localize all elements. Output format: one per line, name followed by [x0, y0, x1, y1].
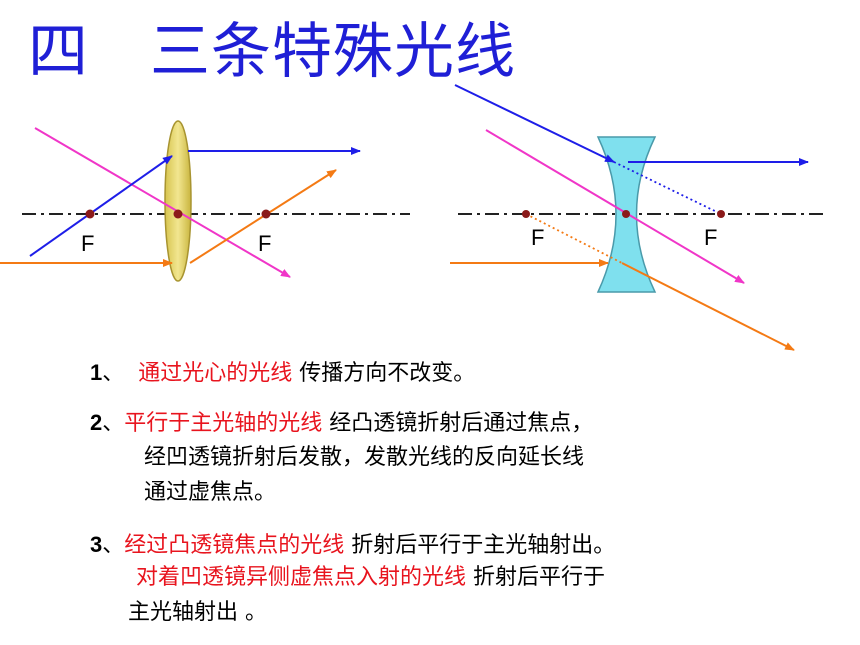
rule-2-line2: 经凹透镜折射后发散，发散光线的反向延长线	[144, 445, 585, 470]
rule-3-highlight: 经过凸透镜焦点的光线	[124, 533, 345, 558]
concave-focus-right	[717, 210, 725, 218]
rule-2-highlight: 平行于主光轴的光线	[124, 411, 323, 436]
lens-diagram: F F F F	[0, 84, 826, 351]
rule-1-sep: 、	[102, 361, 125, 386]
rule-2-text: 经凸透镜折射后通过焦点，	[322, 411, 594, 436]
rule-3-sep: 、	[102, 533, 125, 558]
convex-lens-group: F F	[0, 120, 410, 282]
concave-ray-center	[485, 129, 745, 284]
rule-3: 3、经过凸透镜焦点的光线 折射后平行于主光轴射出。	[90, 532, 615, 559]
convex-optical-center	[173, 209, 183, 219]
rule-3-number: 3	[90, 532, 103, 557]
concave-lens-group: F F	[450, 84, 826, 351]
page-title: 四 三条特殊光线	[28, 17, 516, 87]
convex-focus-right	[261, 209, 271, 219]
rule-3-line2: 对着凹透镜异侧虚焦点入射的光线 折射后平行于	[136, 565, 605, 591]
rule-2-line3: 通过虚焦点。	[144, 480, 277, 505]
rule-1: 1、 通过光心的光线 传播方向不改变。	[90, 360, 475, 387]
rule-3-text: 折射后平行于主光轴射出。	[344, 533, 616, 558]
rule-3-line2-highlight: 对着凹透镜异侧虚焦点入射的光线	[136, 565, 467, 590]
convex-focus-left	[85, 209, 95, 219]
convex-focus-left-label: F	[81, 231, 94, 256]
concave-focus-left	[522, 210, 530, 218]
rule-2-sep: 、	[102, 411, 125, 436]
concave-ray-toward-focus-in	[454, 84, 615, 163]
concave-focus-right-label: F	[704, 225, 717, 250]
rule-1-number: 1	[90, 360, 103, 385]
rule-3-line2-text: 折射后平行于	[466, 565, 606, 590]
convex-ray-center	[34, 127, 291, 278]
concave-ray-parallel-out	[621, 262, 795, 351]
rule-2-number: 2	[90, 410, 103, 435]
convex-ray-focus-in	[29, 155, 173, 257]
convex-focus-right-label: F	[258, 231, 271, 256]
rule-2: 2、平行于主光轴的光线 经凸透镜折射后通过焦点，	[90, 410, 593, 437]
rule-1-highlight: 通过光心的光线	[138, 361, 293, 386]
convex-lens	[164, 120, 192, 282]
rule-3-line3: 主光轴射出 。	[128, 600, 267, 625]
concave-optical-center	[622, 210, 630, 218]
rule-1-text: 传播方向不改变。	[292, 361, 476, 386]
concave-focus-left-label: F	[531, 225, 544, 250]
